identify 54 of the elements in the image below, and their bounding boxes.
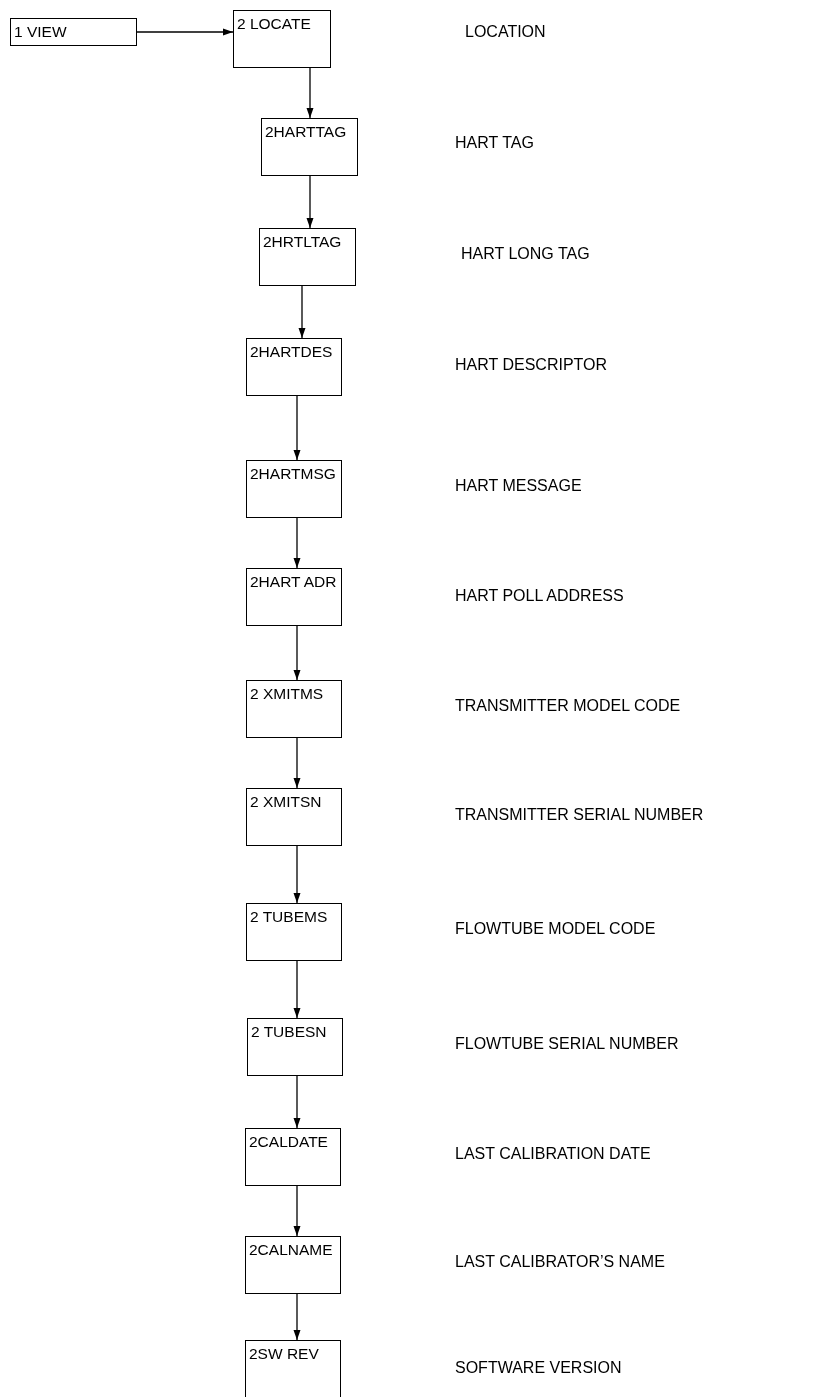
arrow: [293, 395, 301, 461]
menu-box: [259, 228, 356, 286]
item-description: FLOWTUBE SERIAL NUMBER: [455, 1035, 679, 1053]
item-description: HART TAG: [455, 134, 534, 152]
arrow: [293, 845, 301, 904]
menu-box: [246, 903, 342, 961]
item-description: HART MESSAGE: [455, 477, 582, 495]
menu-code: 2HARTDES: [250, 343, 333, 361]
menu-box: [246, 338, 342, 396]
menu-code: 2 XMITMS: [250, 685, 324, 703]
menu-box: [10, 18, 137, 46]
item-description: TRANSMITTER SERIAL NUMBER: [455, 806, 704, 824]
menu-box: [245, 1340, 341, 1397]
item-description: HART DESCRIPTOR: [455, 356, 608, 374]
arrow: [293, 1075, 301, 1129]
menu-code: 2 LOCATE: [237, 15, 311, 33]
item-description: TRANSMITTER MODEL CODE: [455, 697, 681, 715]
item-description: LOCATION: [465, 23, 546, 41]
item-description: LAST CALIBRATOR’S NAME: [455, 1253, 665, 1271]
menu-code: 2HARTMSG: [250, 465, 336, 483]
menu-code: 2CALNAME: [249, 1241, 333, 1259]
menu-box: [246, 788, 342, 846]
menu-code: 2 TUBEMS: [250, 908, 328, 926]
menu-code: 2SW REV: [249, 1345, 319, 1363]
menu-code: 1 VIEW: [14, 23, 67, 41]
menu-box: [246, 460, 342, 518]
menu-code: 2HARTTAG: [265, 123, 347, 141]
arrow: [293, 625, 301, 681]
menu-code: 2CALDATE: [249, 1133, 328, 1151]
arrow: [298, 285, 306, 339]
arrow: [306, 175, 314, 229]
menu-box: [245, 1128, 341, 1186]
menu-box: [246, 680, 342, 738]
menu-code: 2HRTLTAG: [263, 233, 342, 251]
item-description: HART LONG TAG: [461, 245, 590, 263]
arrow: [306, 67, 314, 119]
arrow: [293, 960, 301, 1019]
menu-box: [261, 118, 358, 176]
item-description: HART POLL ADDRESS: [455, 587, 624, 605]
arrow: [293, 1185, 301, 1237]
item-description: SOFTWARE VERSION: [455, 1359, 622, 1377]
menu-code: 2 TUBESN: [251, 1023, 327, 1041]
menu-box: [245, 1236, 341, 1294]
arrow: [293, 517, 301, 569]
item-description: FLOWTUBE MODEL CODE: [455, 920, 656, 938]
arrow: [136, 28, 234, 36]
menu-code: 2 XMITSN: [250, 793, 322, 811]
menu-code: 2HART ADR: [250, 573, 337, 591]
menu-box: [233, 10, 331, 68]
item-description: LAST CALIBRATION DATE: [455, 1145, 651, 1163]
arrow: [293, 1293, 301, 1341]
menu-box: [247, 1018, 343, 1076]
menu-box: [246, 568, 342, 626]
arrow: [293, 737, 301, 789]
